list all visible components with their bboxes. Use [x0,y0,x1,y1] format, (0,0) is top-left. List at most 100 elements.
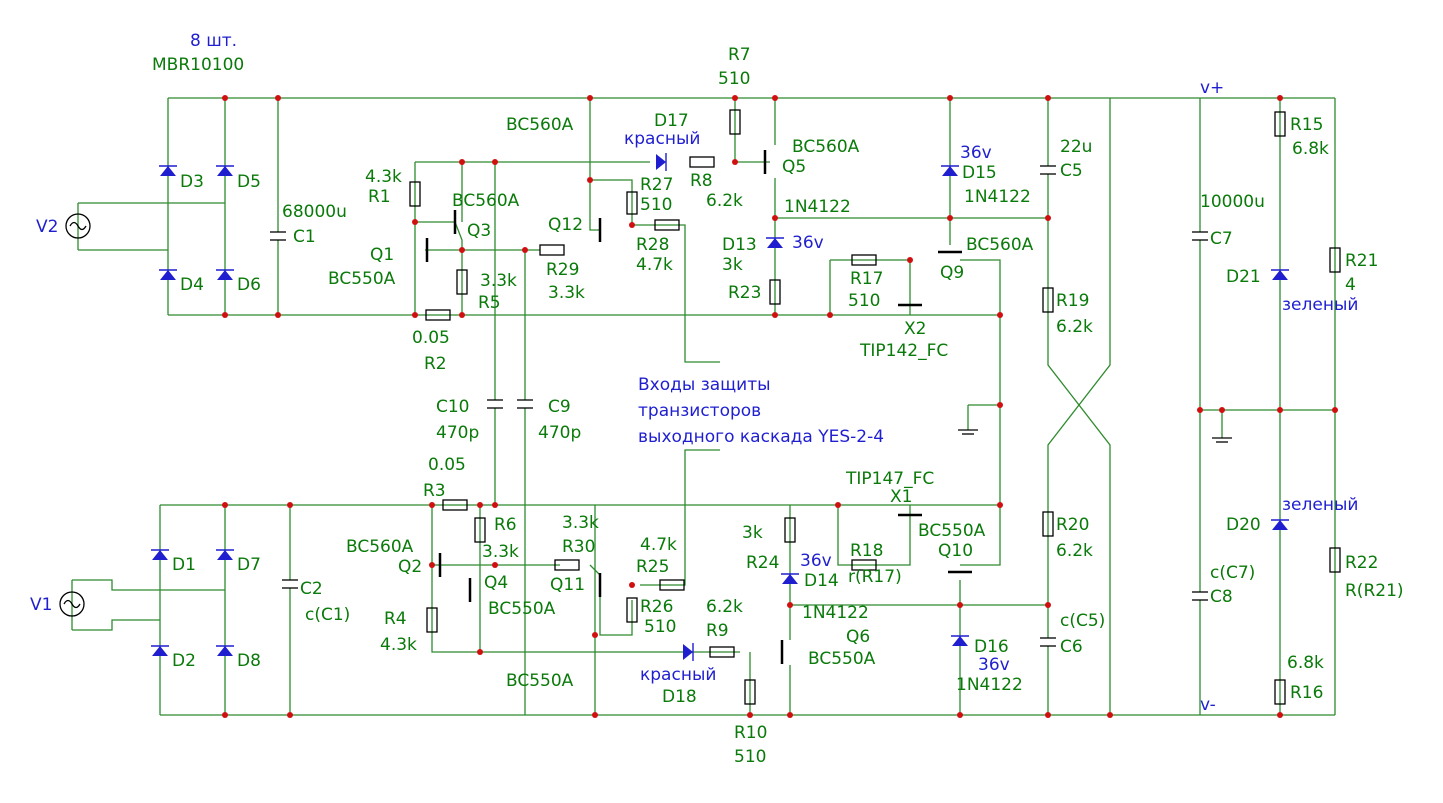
q9-label: Q9 [940,263,964,283]
r29-value: 3.3k [548,283,585,303]
r25-value: 4.7k [640,535,677,555]
r4-label: R4 [384,609,407,629]
r16-value: 6.8k [1287,653,1324,673]
r17-label: R17 [850,269,883,289]
r29-label: R29 [546,260,579,280]
c8-value: c(C7) [1210,563,1255,583]
c6-label: C6 [1060,637,1083,657]
r6-label: R6 [494,515,517,535]
count-note: 8 шт. [190,31,237,51]
labels: 8 шт. MBR10100 v+ v- Входы защиты транзи… [30,31,1404,767]
r22-label: R22 [1345,553,1378,573]
r20-value: 6.2k [1056,541,1093,561]
v1-label: V1 [30,595,52,615]
rail-neg-label: v- [1200,695,1216,715]
x2-label: X2 [904,319,926,339]
d2-label: D2 [172,651,196,671]
q11-label: Q11 [550,575,585,595]
c1-value: 68000u [282,202,347,222]
x2-value: TIP142_FC [859,341,948,361]
diode-icon [151,153,1289,661]
r28-value: 4.7k [636,255,673,275]
ground-icon [958,429,1232,443]
r18-value: r(R17) [848,567,902,587]
r26-label: R26 [640,597,673,617]
q10-label: Q10 [938,541,973,561]
d20-label: D20 [1226,515,1261,535]
c6-value: c(C5) [1060,611,1105,631]
q11-value: BC550A [506,671,574,691]
r1-label: R1 [368,187,391,207]
r5-label: R5 [478,293,501,313]
v2-label: V2 [36,217,58,237]
r19-label: R19 [1056,291,1089,311]
d15-value: 36v [960,143,992,163]
bridge-part-label: MBR10100 [152,55,244,75]
r8-label: R8 [690,171,713,191]
q4-value: BC550A [488,599,556,619]
r27-value: 510 [640,195,672,215]
r3-value: 0.05 [428,455,466,475]
r17-value: 510 [848,291,880,311]
r15-value: 6.8k [1292,139,1329,159]
q3-value: BC560A [452,191,520,211]
r10-label: R10 [734,723,767,743]
q12-value: BC560A [506,115,574,135]
d13-type: 1N4122 [784,197,851,217]
transistor-icon [425,150,972,664]
d5-label: D5 [237,172,261,192]
d16-label: D16 [974,637,1009,657]
junction-dots [222,95,1338,718]
r25-label: R25 [636,557,669,577]
r2-value: 0.05 [412,328,450,348]
c9-value: 470p [538,423,581,443]
d6-label: D6 [237,275,261,295]
c9-label: C9 [548,397,571,417]
resistor-icon [409,109,1341,705]
wires [71,97,1336,716]
c5-label: C5 [1060,161,1083,181]
d16-type: 1N4122 [956,675,1023,695]
capacitor-icon [270,165,1208,647]
c2-label: C2 [300,579,323,599]
d14-type: 1N4122 [802,603,869,623]
r5-value: 3.3k [480,271,517,291]
q10-value: BC550A [918,521,986,541]
d14-label: D14 [804,571,839,591]
d16-value: 36v [978,655,1010,675]
d1-label: D1 [172,555,196,575]
q1-value: BC550A [328,269,396,289]
c10-value: 470p [436,423,479,443]
c10-label: C10 [436,397,470,417]
r8-value: 6.2k [706,191,743,211]
d3-label: D3 [180,172,204,192]
r16-label: R16 [1290,683,1323,703]
r7-label: R7 [728,45,751,65]
r21-value: 4 [1345,275,1356,295]
d15-type: 1N4122 [964,187,1031,207]
q9-value: BC560A [966,235,1034,255]
q1-label: Q1 [370,245,394,265]
d13-label: D13 [722,235,757,255]
d20-value: зеленый [1282,495,1358,515]
d15-label: D15 [962,163,997,183]
d8-label: D8 [237,651,261,671]
r18-label: R18 [850,541,883,561]
r22-value: R(R21) [1345,581,1404,601]
q3-label: Q3 [467,221,491,241]
c1-label: C1 [293,227,316,247]
q2-label: Q2 [398,557,422,577]
components [59,109,1341,705]
d14-value: 36v [800,551,832,571]
d13-value: 36v [792,233,824,253]
q5-value: BC560A [792,137,860,157]
r6-value: 3.3k [482,542,519,562]
ac-source-icon-v1 [59,591,85,617]
d18-label: D18 [662,687,697,707]
r27-label: R27 [640,175,673,195]
protection-note-2: транзисторов [638,401,761,421]
q2-value: BC560A [346,537,414,557]
q12-label: Q12 [548,215,583,235]
